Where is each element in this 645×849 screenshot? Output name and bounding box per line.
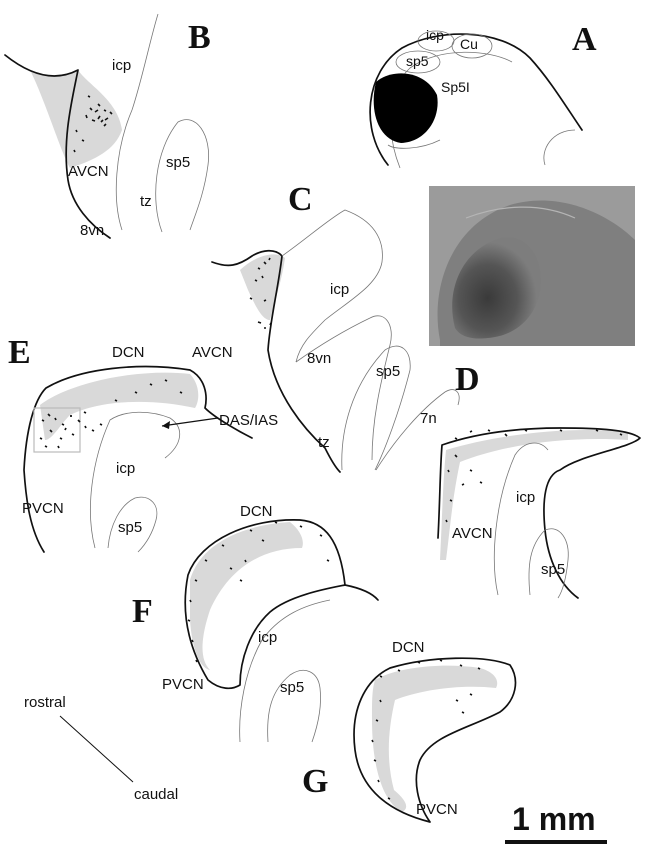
panel-c-label-tz: tz (318, 434, 330, 451)
panel-f-label-pvcn: PVCN (162, 676, 204, 693)
panel-f-letter: F (132, 593, 153, 630)
orientation-caudal: caudal (134, 786, 178, 803)
panel-a: A icp Cu sp5 Sp5I (370, 21, 597, 168)
panel-e-label-pvcn: PVCN (22, 500, 64, 517)
panel-e-das-ias-arrow (162, 418, 218, 426)
panel-c-label-sp5: sp5 (376, 363, 400, 380)
panel-a-label-icp: icp (426, 27, 444, 43)
panel-b-shaded-region (30, 70, 122, 168)
panel-c-shaded-region (240, 254, 285, 320)
panel-b-label-avcn: AVCN (68, 163, 109, 180)
panel-b-label-icp: icp (112, 57, 131, 74)
panel-d-label-icp: icp (516, 489, 535, 506)
panel-d-label-sp5: sp5 (541, 561, 565, 578)
panel-b-sp5-outline (156, 120, 209, 232)
panel-a-injection-site (374, 73, 438, 143)
panel-f-label-sp5: sp5 (280, 679, 304, 696)
panel-a-label-sp5: sp5 (406, 53, 429, 69)
panel-e-arrowhead (162, 421, 170, 429)
panel-d-icp-border (494, 443, 548, 595)
panel-f: F DCN icp PVCN sp5 (132, 503, 378, 742)
panel-f-label-icp: icp (258, 629, 277, 646)
scale-bar: 1 mm (505, 801, 607, 842)
panel-e-label-sp5: sp5 (118, 519, 142, 536)
panel-g-label-dcn: DCN (392, 639, 425, 656)
orientation-key: rostral caudal (24, 694, 178, 803)
panel-b: B icp AVCN sp5 tz 8vn (5, 14, 211, 239)
orientation-line (60, 716, 133, 782)
panel-g: G DCN PVCN (302, 639, 515, 822)
panel-e-shaded-region (40, 373, 198, 440)
panel-f-icp-border (240, 600, 330, 742)
panel-c-letter: C (288, 181, 313, 218)
panel-b-letter: B (188, 19, 211, 56)
panel-c-label-8vn: 8vn (307, 350, 331, 367)
panel-e-label-dcn: DCN (112, 344, 145, 361)
scale-bar-label: 1 mm (512, 801, 596, 837)
panel-b-label-8vn: 8vn (80, 222, 104, 239)
panel-d-letter: D (455, 361, 480, 398)
panel-c-label-7n: 7n (420, 410, 437, 427)
panel-b-label-sp5: sp5 (166, 154, 190, 171)
panel-f-outline-tail (345, 585, 378, 600)
panel-g-shaded-region (372, 666, 497, 812)
panel-g-label-pvcn: PVCN (416, 801, 458, 818)
panel-b-label-tz: tz (140, 193, 152, 210)
panel-a-letter: A (572, 21, 597, 58)
panel-c-label-icp: icp (330, 281, 349, 298)
panel-a-label-sp5i: Sp5I (441, 79, 470, 95)
panel-e-letter: E (8, 334, 31, 371)
photomicrograph (429, 186, 635, 346)
panel-e: E DCN DAS/IAS icp PVCN sp5 (8, 334, 278, 552)
panel-g-letter: G (302, 763, 328, 800)
orientation-rostral: rostral (24, 694, 66, 711)
panel-d-label-avcn: AVCN (452, 525, 493, 542)
panel-e-label-das-ias: DAS/IAS (219, 412, 278, 429)
panel-a-label-cu: Cu (460, 36, 478, 52)
panel-e-label-icp: icp (116, 460, 135, 477)
panel-d: D icp AVCN sp5 (438, 361, 640, 598)
panel-c-label-avcn: AVCN (192, 344, 233, 361)
panel-b-icp-border (116, 14, 158, 230)
panel-f-label-dcn: DCN (240, 503, 273, 520)
